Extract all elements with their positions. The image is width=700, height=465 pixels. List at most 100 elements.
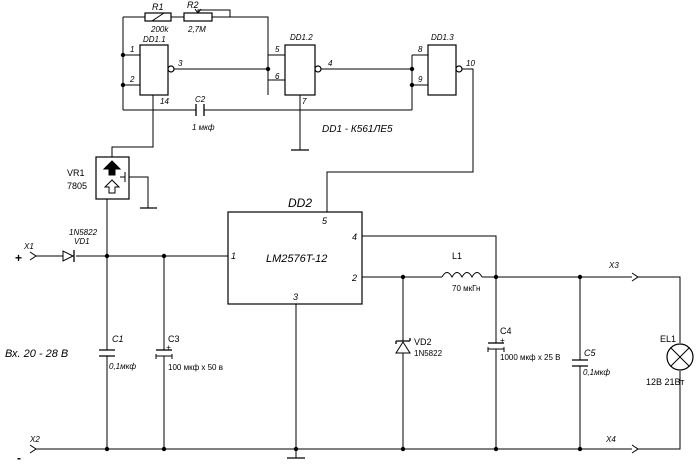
x2-label: X2 (29, 435, 40, 444)
c1-name: C1 (112, 334, 124, 344)
dd2-pin5: 5 (322, 216, 328, 226)
c4-value: 1000 мкф х 25 В (500, 353, 561, 362)
ic-dd2 (227, 211, 363, 305)
wire-lamp (638, 276, 681, 450)
x1-label: X1 (23, 242, 34, 251)
junction-dd11-in2 (120, 82, 126, 88)
wire-dd2-pin4 (362, 235, 497, 277)
dd11-label: DD1.1 (143, 35, 166, 44)
diode-vd1 (62, 250, 75, 262)
pin-5: 5 (275, 45, 280, 54)
capacitor-c1 (99, 349, 115, 357)
junction-gnd-vd2 (400, 446, 406, 452)
l1-name: L1 (452, 251, 462, 261)
pin-7: 7 (302, 97, 307, 106)
capacitor-c5 (572, 359, 588, 367)
wire-dd11-inputs (123, 54, 140, 86)
lamp-el1-cross (670, 347, 690, 367)
r2-name: R2 (187, 0, 199, 10)
connector-x3 (631, 272, 639, 282)
wire-vr1-ground (129, 176, 149, 208)
el1-name: EL1 (660, 334, 676, 344)
wire-dd11-to-dd12 (174, 54, 285, 95)
pin-1: 1 (130, 45, 134, 54)
vd1-name: VD1 (74, 237, 90, 246)
c3-value: 100 мкф х 50 в (168, 363, 223, 372)
inductor-l1 (441, 272, 483, 279)
pin-2: 2 (129, 75, 135, 84)
c5-value: 0,1мкф (583, 368, 610, 377)
resistor-r2 (183, 12, 213, 22)
vd1-type: 1N5822 (69, 228, 98, 237)
capacitor-c3-plate (155, 354, 173, 359)
junction-gnd-c1 (104, 446, 110, 452)
junction-dd13-in1 (409, 66, 415, 72)
dd2-pin1: 1 (231, 251, 236, 261)
vd2-value: 1N5822 (414, 349, 443, 358)
junction-dd11-in1 (120, 52, 126, 58)
wire-dd13-to-dd2 (326, 68, 474, 212)
c2-value: 1 мкф (192, 123, 215, 132)
resistor-r2-wiper (194, 8, 231, 18)
dd12-label: DD1.2 (290, 33, 313, 42)
gate-dd1-1 (139, 44, 169, 96)
diode-vd2-bar (395, 338, 411, 344)
dd2-pin2: 2 (351, 273, 357, 283)
pin-9: 9 (418, 75, 423, 84)
dd2-label: DD2 (288, 196, 312, 210)
r1-value: 200k (150, 25, 169, 34)
vr1-value: 7805 (67, 181, 87, 191)
vd2-name: VD2 (414, 337, 432, 347)
junction-gnd-c4 (493, 446, 499, 452)
dd2-pin3: 3 (293, 292, 298, 302)
junction-dd13-in2 (409, 82, 415, 88)
pin-6: 6 (275, 72, 280, 81)
el1-value: 12В 21Вт (646, 377, 684, 387)
x4-label: X4 (605, 435, 616, 444)
r2-value: 2,7M (187, 25, 206, 34)
capacitor-c4-plate (487, 347, 505, 352)
c3-plus: + (166, 343, 171, 352)
wire-vr1-out (111, 95, 154, 157)
pin-8: 8 (418, 45, 423, 54)
x1-plus: + (15, 251, 22, 265)
connector-x1 (29, 251, 37, 261)
c3-name: C3 (168, 334, 180, 344)
capacitor-c2 (195, 104, 205, 116)
junction-gnd-c3 (161, 446, 167, 452)
r1-name: R1 (152, 2, 164, 12)
wire-dd12-to-dd13 (321, 54, 428, 110)
c5-name: C5 (584, 348, 596, 358)
x2-minus: - (17, 451, 21, 465)
gate-dd1-3 (427, 44, 457, 96)
diode-vd2 (395, 341, 411, 354)
gate-dd1-3-bubble (455, 65, 463, 73)
vr1-gnd-stub (120, 172, 126, 182)
gate-dd1-2 (284, 44, 316, 96)
c1-value: 0,1мкф (109, 362, 136, 371)
pin-4: 4 (328, 59, 333, 68)
c4-name: C4 (500, 326, 512, 336)
input-range: Вх. 20 - 28 В (5, 348, 68, 360)
dd2-type: LM2576T-12 (266, 253, 327, 265)
pin-10: 10 (466, 59, 475, 68)
vr1-arrow-up-filled (102, 160, 122, 176)
pin-3: 3 (178, 59, 183, 68)
gate-dd1-2-bubble (314, 65, 322, 73)
c2-name: C2 (195, 95, 206, 104)
junction-gnd-dd2 (293, 446, 299, 452)
x3-label: X3 (608, 261, 619, 270)
junction-dd12-in (265, 66, 271, 72)
connector-x2 (29, 444, 37, 454)
gate-dd1-1-bubble (167, 65, 175, 73)
vr1-name: VR1 (67, 168, 85, 178)
dd2-pin4: 4 (352, 232, 357, 242)
junction-gnd-c5 (577, 446, 583, 452)
wire-feedback-top (122, 16, 269, 110)
l1-value: 70 мкГн (452, 284, 480, 293)
connector-x4 (631, 444, 639, 454)
vr1-arrow-up-hollow (103, 179, 121, 194)
pin-14: 14 (160, 97, 169, 106)
